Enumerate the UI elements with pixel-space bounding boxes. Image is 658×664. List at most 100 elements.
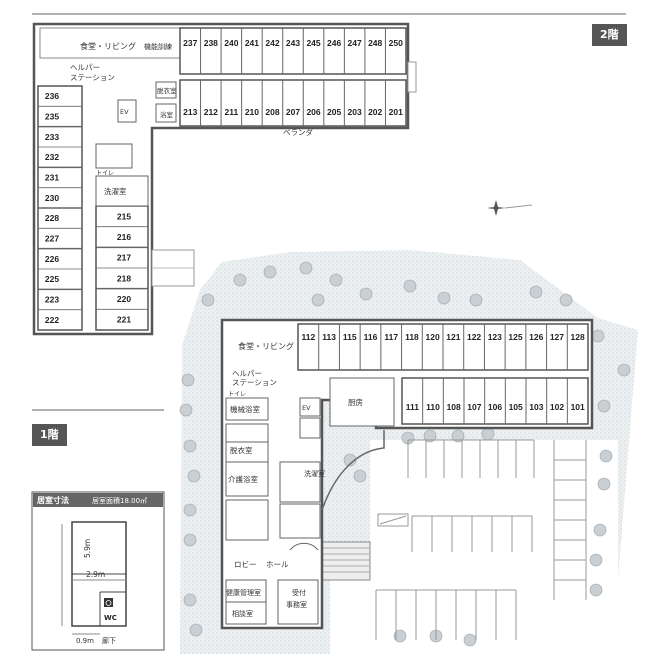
room-127: 127 [550, 332, 564, 342]
room-123: 123 [488, 332, 502, 342]
room-207: 207 [286, 107, 300, 117]
tree-icon [299, 261, 313, 275]
room-235: 235 [45, 112, 59, 122]
room-118: 118 [405, 332, 419, 342]
compass-icon [487, 200, 533, 216]
room-area-label: 居室面積18.00㎡ [92, 496, 147, 505]
f1-consult-label: 相談室 [232, 609, 253, 618]
room-226: 226 [45, 254, 59, 264]
f1-health-label: 健康管理室 [226, 588, 261, 597]
tree-icon [179, 403, 193, 417]
tree-icon [593, 523, 607, 537]
room-115: 115 [343, 332, 357, 342]
room-110: 110 [426, 402, 440, 412]
room-113: 113 [322, 332, 336, 342]
tree-icon [437, 291, 451, 305]
room-222: 222 [45, 315, 59, 325]
room-126: 126 [529, 332, 543, 342]
room-210: 210 [245, 107, 259, 117]
room-203: 203 [348, 107, 362, 117]
floor-2-badge: 2階 [592, 24, 627, 46]
tree-icon [469, 293, 483, 307]
room-206: 206 [306, 107, 320, 117]
room-213: 213 [183, 107, 197, 117]
f1-hall-label: ホール [266, 560, 289, 569]
tree-icon [589, 553, 603, 567]
room-242: 242 [265, 38, 279, 48]
tree-icon [187, 469, 201, 483]
tree-icon [343, 453, 357, 467]
room-size-box: 居室寸法 居室面積18.00㎡ 5.9m 2.9m 0.9m 廊下 WC [31, 491, 165, 651]
tree-icon [589, 583, 603, 597]
room-116: 116 [364, 332, 378, 342]
f1-reception-label-2: 事務室 [286, 600, 307, 609]
f1-machine-bath-label: 機械浴室 [230, 404, 260, 414]
room-236: 236 [45, 91, 59, 101]
f2-dressing-label: 脱衣室 [157, 86, 177, 95]
room-208: 208 [265, 107, 279, 117]
room-211: 211 [225, 107, 239, 117]
room-247: 247 [348, 38, 362, 48]
tree-icon [233, 273, 247, 287]
tree-icon [403, 279, 417, 293]
tree-icon [529, 285, 543, 299]
room-121: 121 [446, 332, 460, 342]
room-221: 221 [117, 315, 131, 325]
room-202: 202 [368, 107, 382, 117]
f2-toilet-label: トイレ [96, 170, 114, 177]
tree-icon [183, 439, 197, 453]
corridor-label: 廊下 [102, 636, 116, 645]
room-212: 212 [204, 107, 218, 117]
wheelchair-icon [104, 598, 113, 607]
room-205: 205 [327, 107, 341, 117]
room-102: 102 [550, 402, 564, 412]
room-117: 117 [384, 332, 398, 342]
tree-icon [263, 265, 277, 279]
f1-lobby-label: ロビー [234, 560, 257, 569]
room-107: 107 [467, 402, 481, 412]
f1-reception-label-1: 受付 [292, 588, 306, 597]
tree-icon [201, 293, 215, 307]
f1-helper-label-2: ステーション [232, 378, 277, 387]
tree-icon [353, 469, 367, 483]
room-227: 227 [45, 234, 59, 244]
room-217: 217 [117, 253, 131, 263]
f2-bath-label: 浴室 [160, 110, 174, 119]
tree-icon [181, 373, 195, 387]
room-128: 128 [571, 332, 585, 342]
tree-icon [329, 273, 343, 287]
tree-icon [599, 449, 613, 463]
tree-icon [423, 429, 437, 443]
room-105: 105 [509, 402, 523, 412]
room-106: 106 [488, 402, 502, 412]
tree-icon [189, 623, 203, 637]
room-215: 215 [117, 211, 131, 221]
f1-toilet-label: トイレ [228, 391, 246, 398]
tree-icon [463, 633, 477, 647]
room-246: 246 [327, 38, 341, 48]
f1-care-bath-label: 介護浴室 [228, 474, 258, 484]
room-120: 120 [426, 332, 440, 342]
tree-icon [451, 429, 465, 443]
f2-training-label: 機能訓練 [144, 42, 172, 51]
f1-kitchen-label: 厨房 [348, 397, 363, 407]
room-245: 245 [306, 38, 320, 48]
floor-1-badge: 1階 [32, 424, 67, 446]
room-101: 101 [571, 402, 585, 412]
tree-icon [393, 629, 407, 643]
f2-helper-label-1: ヘルパー [70, 63, 100, 72]
room-122: 122 [467, 332, 481, 342]
room-size-title: 居室寸法 [37, 495, 69, 505]
tree-icon [359, 287, 373, 301]
room-111: 111 [406, 402, 420, 412]
room-201: 201 [389, 107, 403, 117]
dim-0.9m: 0.9m [76, 637, 94, 645]
f2-ev-label: EV [120, 108, 129, 116]
tree-icon [597, 477, 611, 491]
room-228: 228 [45, 213, 59, 223]
dim-2.9m: 2.9m [86, 570, 105, 579]
tree-icon [559, 293, 573, 307]
room-250: 250 [389, 38, 403, 48]
